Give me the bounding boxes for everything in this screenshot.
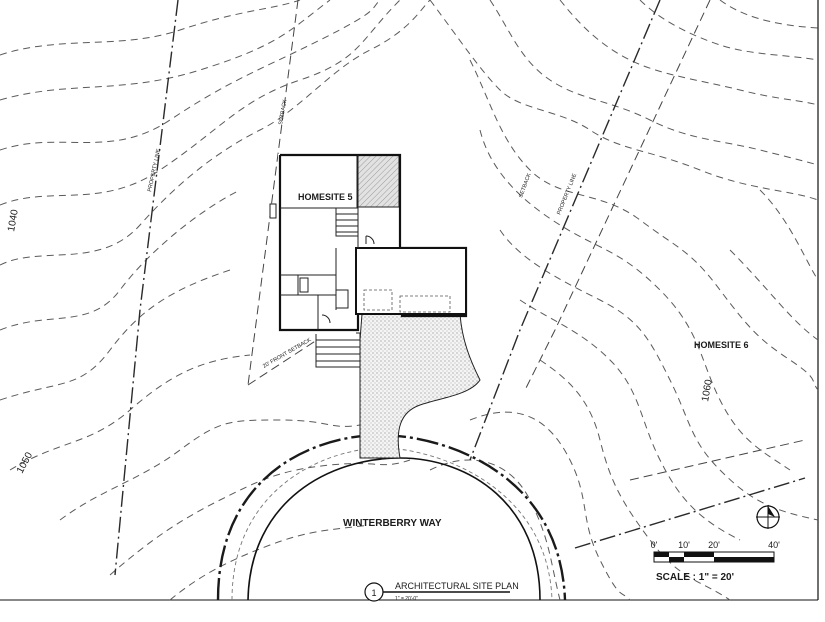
- scale-text: SCALE : 1" = 20': [656, 572, 734, 583]
- contour-label-1050: 1050: [15, 450, 35, 475]
- contour-label-1040: 1040: [6, 208, 21, 232]
- sheet-border: [0, 0, 819, 601]
- drawing-title: ARCHITECTURAL SITE PLAN: [395, 581, 519, 591]
- scale-tick-20: 20': [708, 540, 720, 550]
- setback-label-top: SETBACK: [278, 99, 288, 126]
- homesite-5-label: HOMESITE 5: [298, 192, 353, 202]
- property-line-label-right: PROPERTY LINE: [556, 173, 578, 216]
- contour-label-1060: 1060: [700, 378, 715, 402]
- scale-tick-0: 0': [651, 540, 658, 550]
- homesite-6-label: HOMESITE 6: [694, 340, 749, 350]
- front-setback-label: 20' FRONT SETBACK: [262, 337, 313, 370]
- entry-steps: [315, 332, 361, 368]
- property-lines: [114, 0, 806, 576]
- setback-label-right: SETBACK: [518, 172, 533, 198]
- north-arrow-icon: [756, 505, 780, 529]
- scale-tick-10: 10': [678, 540, 690, 550]
- scale-bar: 0' 10' 20' 40' SCALE : 1" = 20': [651, 540, 781, 583]
- contour-lines: [0, 0, 819, 601]
- street-name-label: WINTERBERRY WAY: [343, 518, 442, 529]
- driveway: [359, 313, 481, 459]
- drawing-number: 1: [371, 588, 376, 598]
- setback-lines: [247, 0, 806, 481]
- house-footprint: [269, 153, 468, 334]
- scale-tick-40: 40': [768, 540, 780, 550]
- drawing-title-block: 1 ARCHITECTURAL SITE PLAN 1" = 20'-0": [364, 581, 519, 602]
- drawing-scale-note: 1" = 20'-0": [395, 596, 418, 602]
